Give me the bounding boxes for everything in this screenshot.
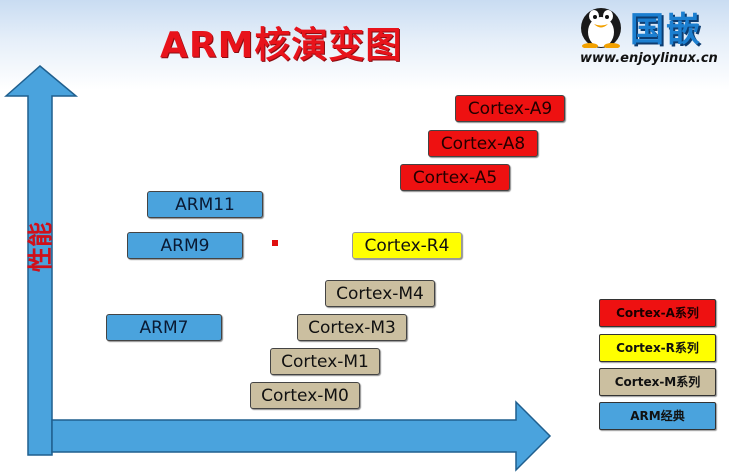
x-axis-arrow [51, 400, 552, 472]
y-axis-label: 性能 [26, 221, 55, 272]
core-arm7: ARM7 [106, 314, 222, 341]
legend-cortex-m: Cortex-M系列 [599, 368, 716, 396]
core-cortex-a9: Cortex-A9 [455, 95, 565, 122]
core-arm9: ARM9 [127, 232, 243, 259]
core-cortex-r4: Cortex-R4 [352, 232, 462, 259]
core-cortex-m4: Cortex-M4 [325, 280, 435, 307]
red-marker [272, 240, 278, 246]
core-cortex-m0: Cortex-M0 [250, 382, 360, 409]
legend-cortex-r: Cortex-R系列 [599, 334, 716, 362]
core-cortex-a8: Cortex-A8 [428, 130, 538, 157]
core-cortex-m1: Cortex-M1 [270, 348, 380, 375]
website-url: www.enjoylinux.cn [580, 51, 718, 66]
core-cortex-m3: Cortex-M3 [297, 314, 407, 341]
logo: 国嵌 [570, 0, 729, 70]
legend-cortex-a: Cortex-A系列 [599, 299, 716, 327]
core-arm11: ARM11 [147, 191, 263, 218]
brand-name: 国嵌 [630, 10, 702, 50]
y-axis-arrow [4, 65, 79, 456]
core-cortex-a5: Cortex-A5 [400, 164, 510, 191]
legend-arm-classic: ARM经典 [599, 402, 716, 430]
page-title: ARM核演变图 [160, 25, 403, 66]
penguin-icon [581, 8, 621, 48]
